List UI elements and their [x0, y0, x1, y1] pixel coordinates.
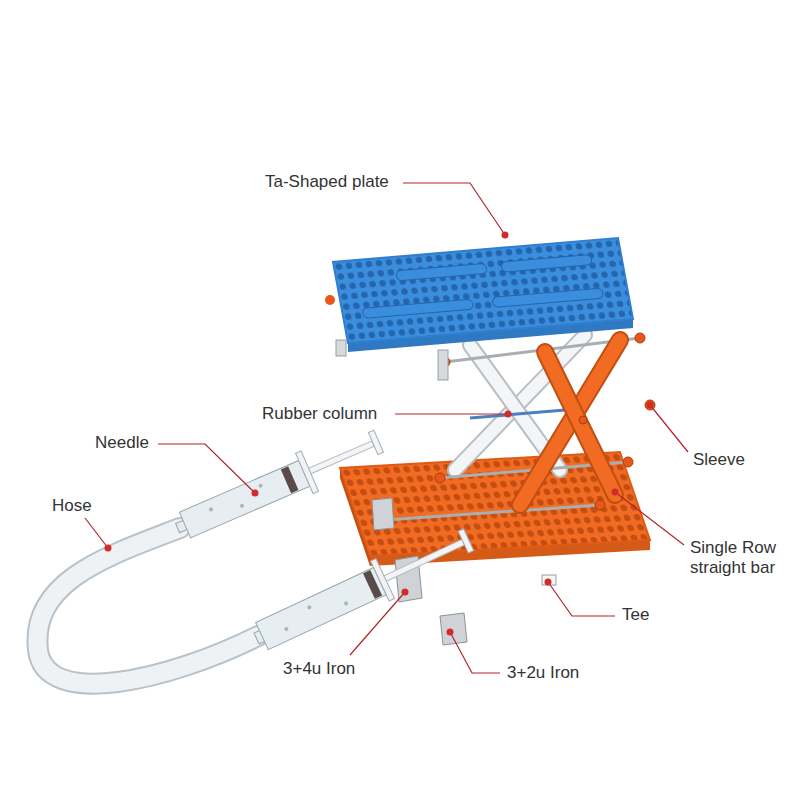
hose-inner — [37, 528, 258, 684]
part-label: 3+4u Iron — [283, 659, 355, 679]
needle-syringe — [169, 421, 387, 548]
part-label: Needle — [95, 433, 149, 453]
part-label: 3+2u Iron — [507, 663, 579, 683]
base-syringe — [247, 520, 478, 659]
hose — [37, 528, 258, 684]
sleeves — [380, 333, 655, 525]
part-label: Rubber column — [262, 404, 377, 424]
part-label: Ta-Shaped plate — [265, 172, 389, 192]
top-plate — [325, 238, 633, 380]
leader-dots — [105, 232, 654, 636]
part-label: Single Row straight bar — [690, 538, 790, 578]
tee-piece — [542, 575, 556, 585]
iron-brackets — [372, 498, 467, 645]
part-label: Sleeve — [693, 450, 745, 470]
leader-lines — [85, 183, 688, 673]
part-label: Tee — [622, 605, 649, 625]
scissor-arms-orange — [520, 340, 620, 505]
rods — [385, 338, 640, 520]
part-label: Hose — [52, 496, 92, 516]
